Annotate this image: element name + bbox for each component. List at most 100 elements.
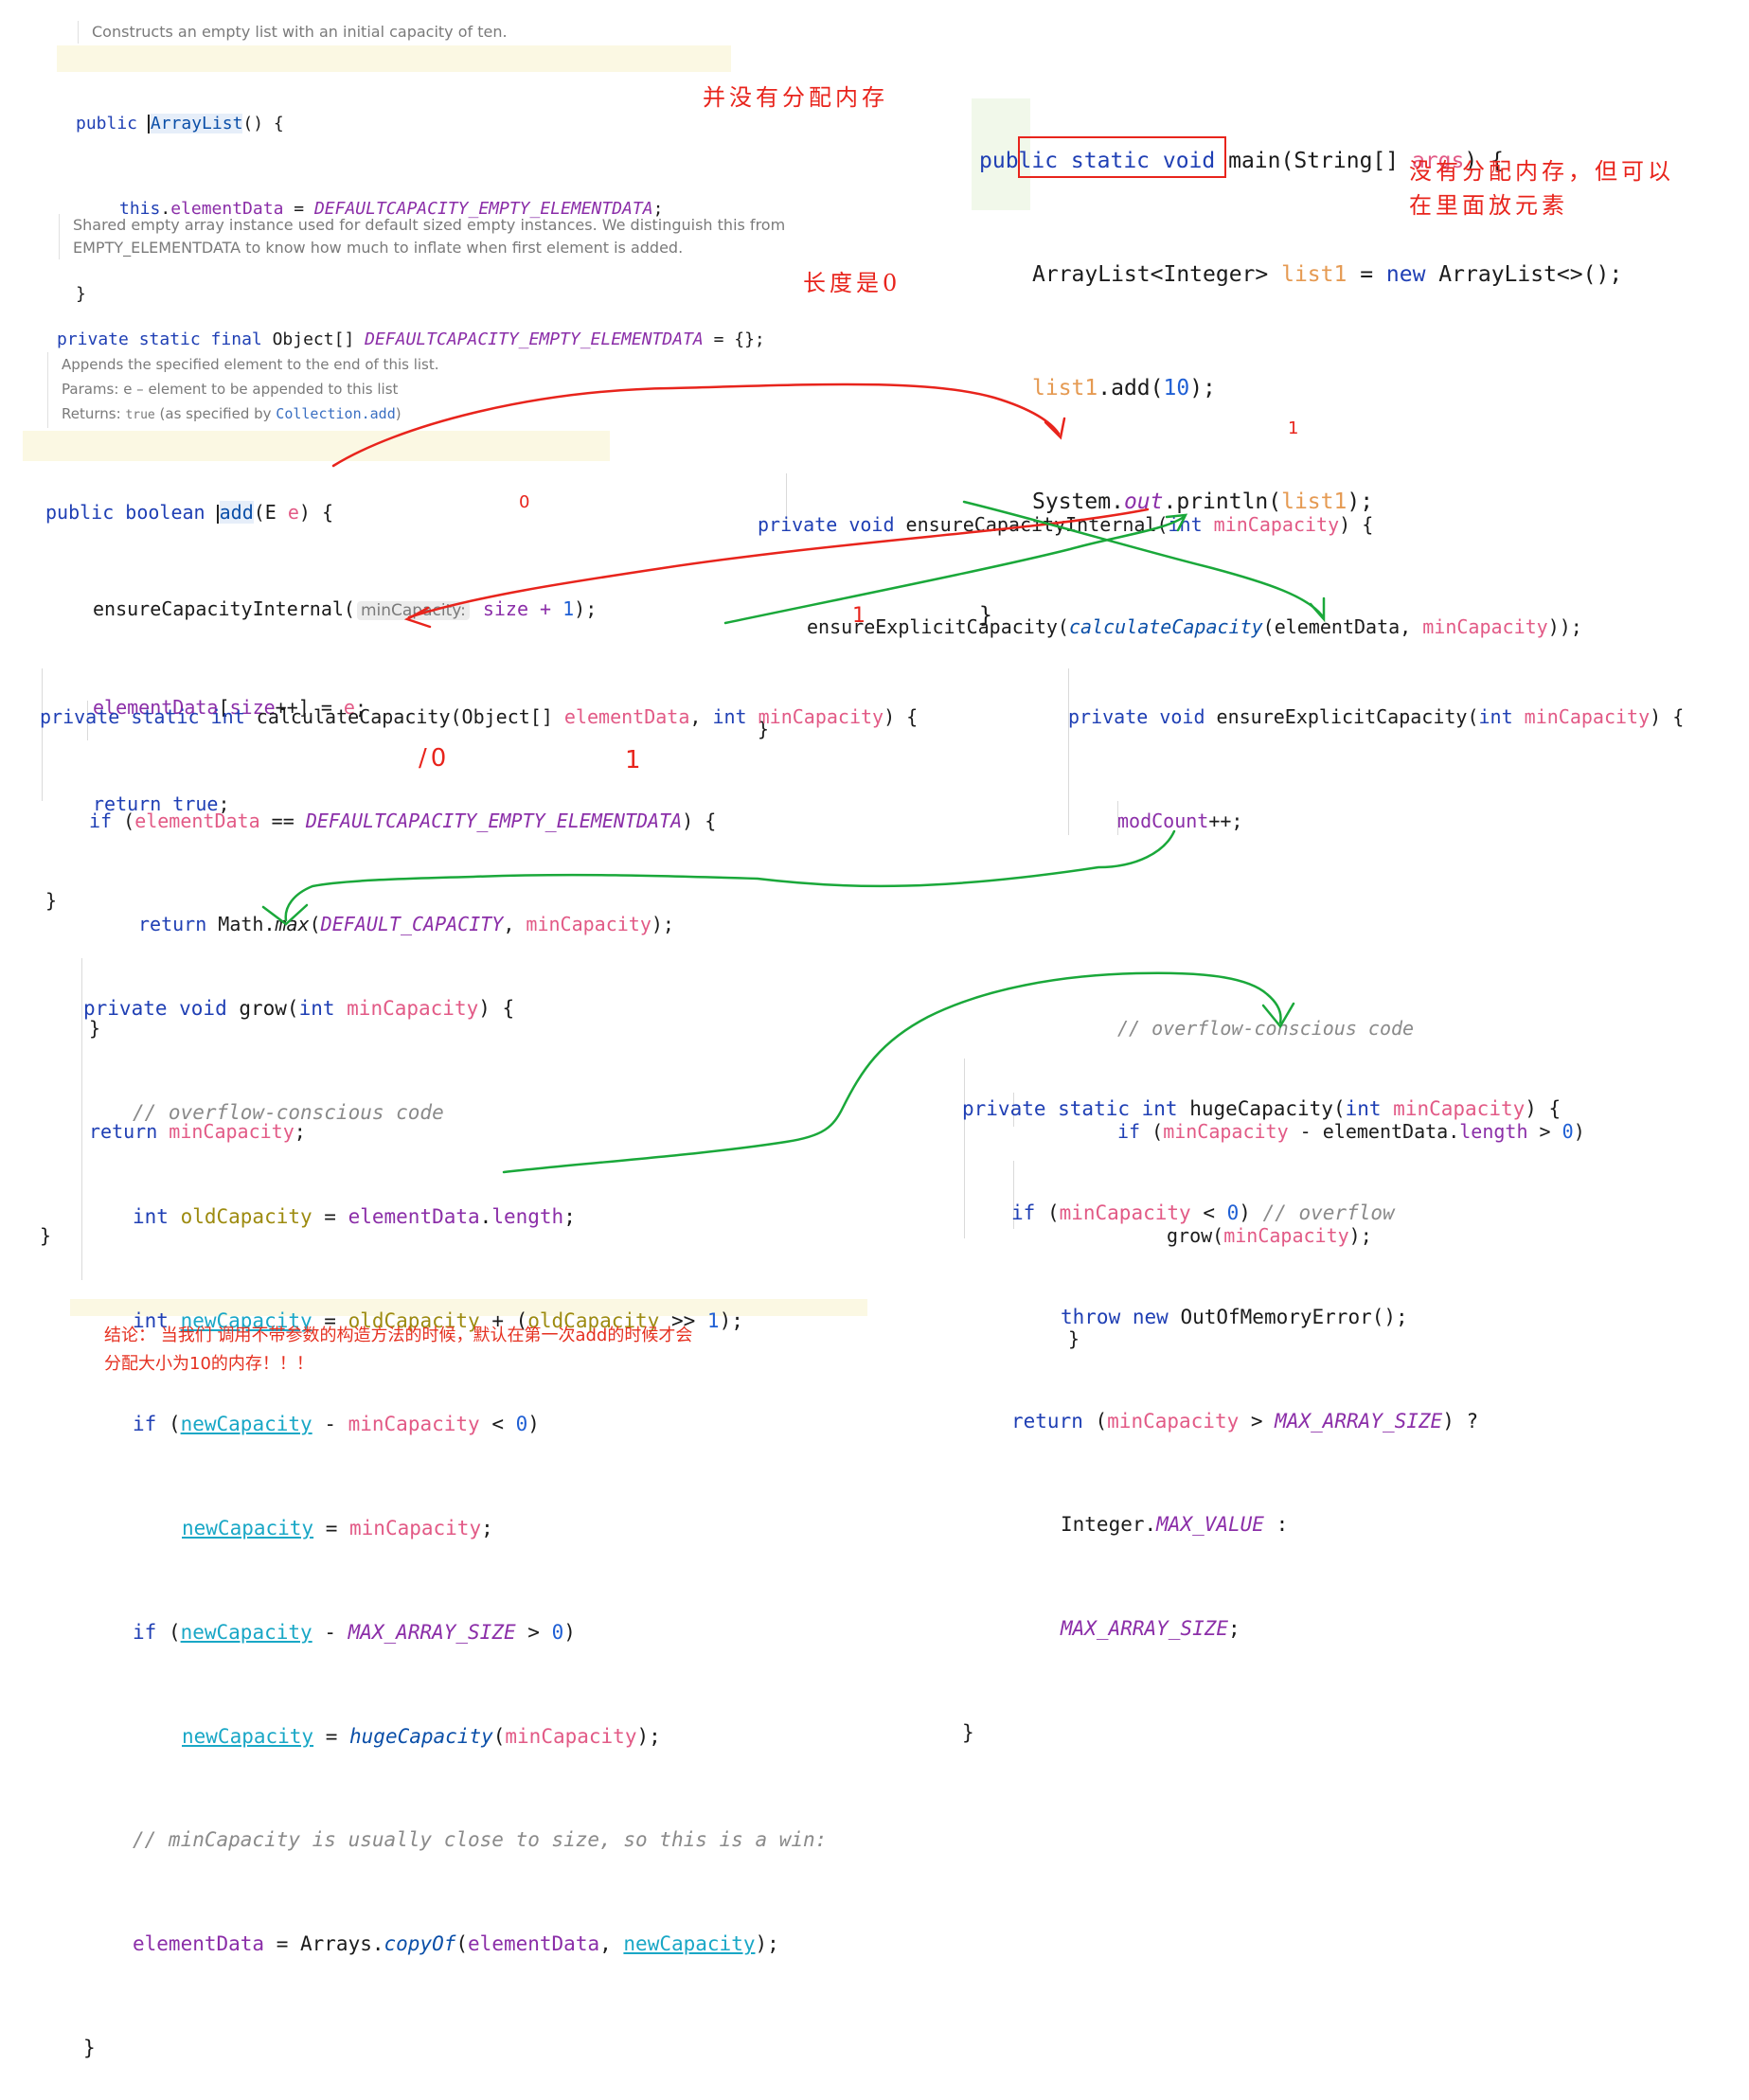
add-highlight [23, 431, 610, 461]
main-line-3: list1.add(10); [1032, 376, 1216, 400]
field-line: private static final Object[] DEFAULTCAP… [57, 329, 765, 349]
grow-line-10: elementData = Arrays.copyOf(elementData,… [133, 1932, 779, 1956]
calc-code: private static int calculateCapacity(Obj… [40, 631, 918, 1288]
field-doc-line-1: Shared empty array instance used for def… [73, 216, 786, 234]
eci-guide [786, 473, 787, 521]
huge-line-7: } [962, 1720, 974, 1744]
ctor-annotation: 并没有分配内存 [703, 84, 888, 111]
green-arrow-eci-to-explicit [962, 500, 1324, 617]
huge-guide-inner-2 [1013, 1161, 1014, 1229]
add-javadoc: Appends the specified element to the end… [47, 352, 439, 428]
ctor-highlight [57, 45, 731, 72]
main-annotation-1: 没有分配内存，但可以 [1409, 158, 1674, 185]
explicit-code: private void ensureExplicitCapacity(int … [1068, 631, 1684, 1391]
field-javadoc: Shared empty array instance used for def… [59, 214, 785, 259]
green-arrow-head-4 [1261, 1002, 1295, 1029]
green-arrow-head-3 [261, 903, 309, 926]
ctor-code: public ArrayList() { this.elementData = … [76, 53, 663, 337]
red-arrow-head-2 [403, 606, 432, 629]
red-arrow-eci-to-calc [407, 507, 1150, 619]
calc-mark-3: 1 [852, 604, 869, 628]
red-arrow-head-1 [1044, 417, 1066, 440]
ctor-line-3: } [76, 284, 86, 304]
ctor-javadoc: Constructs an empty list with an initial… [78, 21, 508, 44]
add-method-name[interactable]: add [219, 501, 254, 524]
add-line-2: ensureCapacityInternal(minCapacity: size… [93, 597, 598, 620]
eci-mark: 1 [1288, 418, 1303, 438]
huge-line-5: Integer.MAX_VALUE : [1061, 1513, 1289, 1537]
calc-line-1: private static int calculateCapacity(Obj… [40, 705, 919, 728]
calc-mark-2: 1 [625, 746, 645, 774]
conclusion-line-1: 结论： 当我们 调用不带参数的构造方法的时候，默认在第一次add的时候才会 [104, 1326, 693, 1345]
grow-bottom-band [70, 1299, 867, 1316]
field-code: private static final Object[] DEFAULTCAP… [57, 269, 765, 383]
eci-code: private void ensureCapacityInternal(int … [758, 439, 1582, 780]
green-arrow-head-2 [1309, 596, 1326, 623]
green-arrow-head-1 [1165, 513, 1188, 532]
huge-line-6: MAX_ARRAY_SIZE; [1061, 1617, 1240, 1641]
add-line-4: return true; [93, 792, 230, 815]
calc-line-5: return minCapacity; [89, 1120, 306, 1143]
green-arrow-calc-to-eci [723, 515, 1186, 625]
explicit-line-2: modCount++; [1117, 809, 1243, 832]
grow-line-2: // overflow-conscious code [133, 1100, 444, 1124]
main-code: public static void main(String[] args) {… [979, 66, 1622, 672]
conclusion: 结论： 当我们 调用不带参数的构造方法的时候，默认在第一次add的时候才会 分配… [104, 1322, 692, 1379]
main-highlight-box [1018, 136, 1226, 178]
calc-mark-1: /0 [419, 744, 451, 773]
add-mark: 0 [519, 492, 534, 512]
grow-guide [81, 958, 82, 1280]
main-line-4: System.out.println(list1); [1032, 489, 1374, 514]
eci-line-3: } [758, 718, 770, 740]
huge-guide-inner [1013, 1093, 1014, 1127]
field-annotation: 长度是0 [803, 270, 901, 296]
calc-line-4: } [89, 1016, 101, 1040]
explicit-line-6: } [1068, 1327, 1080, 1350]
calc-line-6: } [40, 1223, 52, 1247]
explicit-line-5: grow(minCapacity); [1167, 1223, 1372, 1247]
annotation-arrows [261, 383, 1326, 1174]
grow-line-4: int newCapacity = oldCapacity + (oldCapa… [133, 1308, 743, 1332]
main-line-1: public static void main(String[] args) { [979, 149, 1504, 173]
ctor-line-2: this.elementData = DEFAULTCAPACITY_EMPTY… [119, 199, 664, 219]
add-line-3: elementData[size++] = e; [93, 696, 367, 719]
add-line-5: } [45, 889, 58, 912]
main-gutter-band [972, 98, 1030, 210]
explicit-guide-inner [1117, 801, 1118, 835]
huge-line-4: return (minCapacity > MAX_ARRAY_SIZE) ? [1011, 1409, 1479, 1433]
grow-line-3: int oldCapacity = elementData.length; [133, 1204, 576, 1228]
grow-line-6: newCapacity = minCapacity; [182, 1517, 493, 1540]
green-arrow-grow-to-huge [502, 971, 1282, 1174]
add-doc-line-3: Returns: true (as specified by Collectio… [62, 405, 402, 422]
grow-line-7: if (newCapacity - MAX_ARRAY_SIZE > 0) [133, 1620, 576, 1644]
ctor-doc-text: Constructs an empty list with an initial… [92, 23, 508, 41]
red-arrow-add-to-eci [331, 383, 1061, 468]
explicit-line-4: if (minCapacity - elementData.length > 0… [1117, 1120, 1585, 1143]
calc-guide-inner [87, 701, 88, 740]
add-line-1: public boolean add(E e) { [45, 501, 334, 524]
huge-line-3: throw new OutOfMemoryError(); [1061, 1305, 1408, 1328]
add-code: public boolean add(E e) { ensureCapacity… [45, 432, 597, 949]
explicit-line-3: // overflow-conscious code [1117, 1016, 1415, 1040]
eci-line-2: ensureExplicitCapacity(calculateCapacity… [807, 615, 1582, 638]
param-hint: minCapacity: [356, 601, 470, 620]
add-doc-line-1: Appends the specified element to the end… [62, 356, 439, 373]
ctor-name[interactable]: ArrayList [150, 114, 243, 133]
grow-line-11: } [83, 2037, 96, 2059]
calc-line-3: return Math.max(DEFAULT_CAPACITY, minCap… [138, 913, 674, 935]
explicit-line-1: private void ensureExplicitCapacity(int … [1068, 705, 1685, 728]
ctor-line-1: public ArrayList() { [76, 114, 284, 133]
calc-guide [42, 668, 43, 801]
green-arrow-explicit-to-grow [284, 829, 1176, 922]
add-doc-line-2: Params: e – element to be appended to th… [62, 381, 399, 398]
grow-line-9: // minCapacity is usually close to size,… [133, 1828, 828, 1852]
grow-line-8: newCapacity = hugeCapacity(minCapacity); [182, 1724, 661, 1748]
explicit-guide [1068, 668, 1069, 835]
main-line-2: ArrayList<Integer> list1 = new ArrayList… [1032, 262, 1623, 287]
huge-guide [964, 1059, 965, 1238]
huge-line-2: if (minCapacity < 0) // overflow [1011, 1201, 1395, 1224]
grow-line-5: if (newCapacity - minCapacity < 0) [133, 1413, 540, 1436]
main-line-5: } [979, 603, 992, 628]
calc-line-2: if (elementData == DEFAULTCAPACITY_EMPTY… [89, 809, 717, 832]
huge-code: private static int hugeCapacity(int minC… [962, 1023, 1561, 1785]
